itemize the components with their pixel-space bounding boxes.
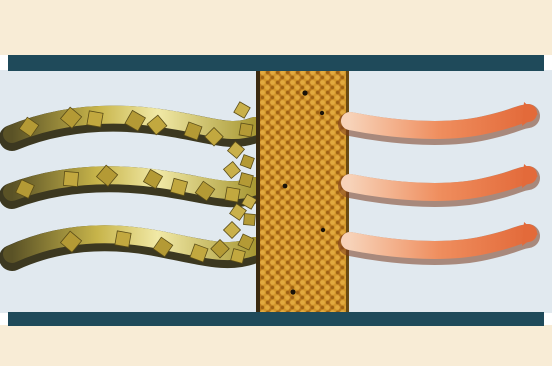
filter-edge-left bbox=[256, 71, 260, 312]
particle bbox=[87, 111, 103, 127]
top-pipe-wall bbox=[8, 55, 544, 71]
particle bbox=[243, 214, 255, 226]
filter-dot bbox=[283, 184, 288, 189]
particle bbox=[239, 123, 253, 137]
particle bbox=[170, 178, 187, 195]
bottom-band bbox=[0, 325, 552, 366]
filter-medium bbox=[256, 71, 349, 312]
filter-dot bbox=[302, 90, 307, 95]
particle bbox=[115, 231, 131, 247]
bottom-pipe-wall bbox=[8, 312, 544, 326]
particle bbox=[225, 187, 240, 202]
filter-body bbox=[258, 71, 348, 312]
particle bbox=[231, 249, 246, 264]
filter-dot bbox=[321, 228, 325, 232]
filter-dot bbox=[320, 111, 324, 115]
particle bbox=[239, 173, 254, 188]
filter-dot bbox=[290, 289, 295, 294]
top-band bbox=[0, 0, 552, 55]
particle bbox=[63, 171, 78, 186]
